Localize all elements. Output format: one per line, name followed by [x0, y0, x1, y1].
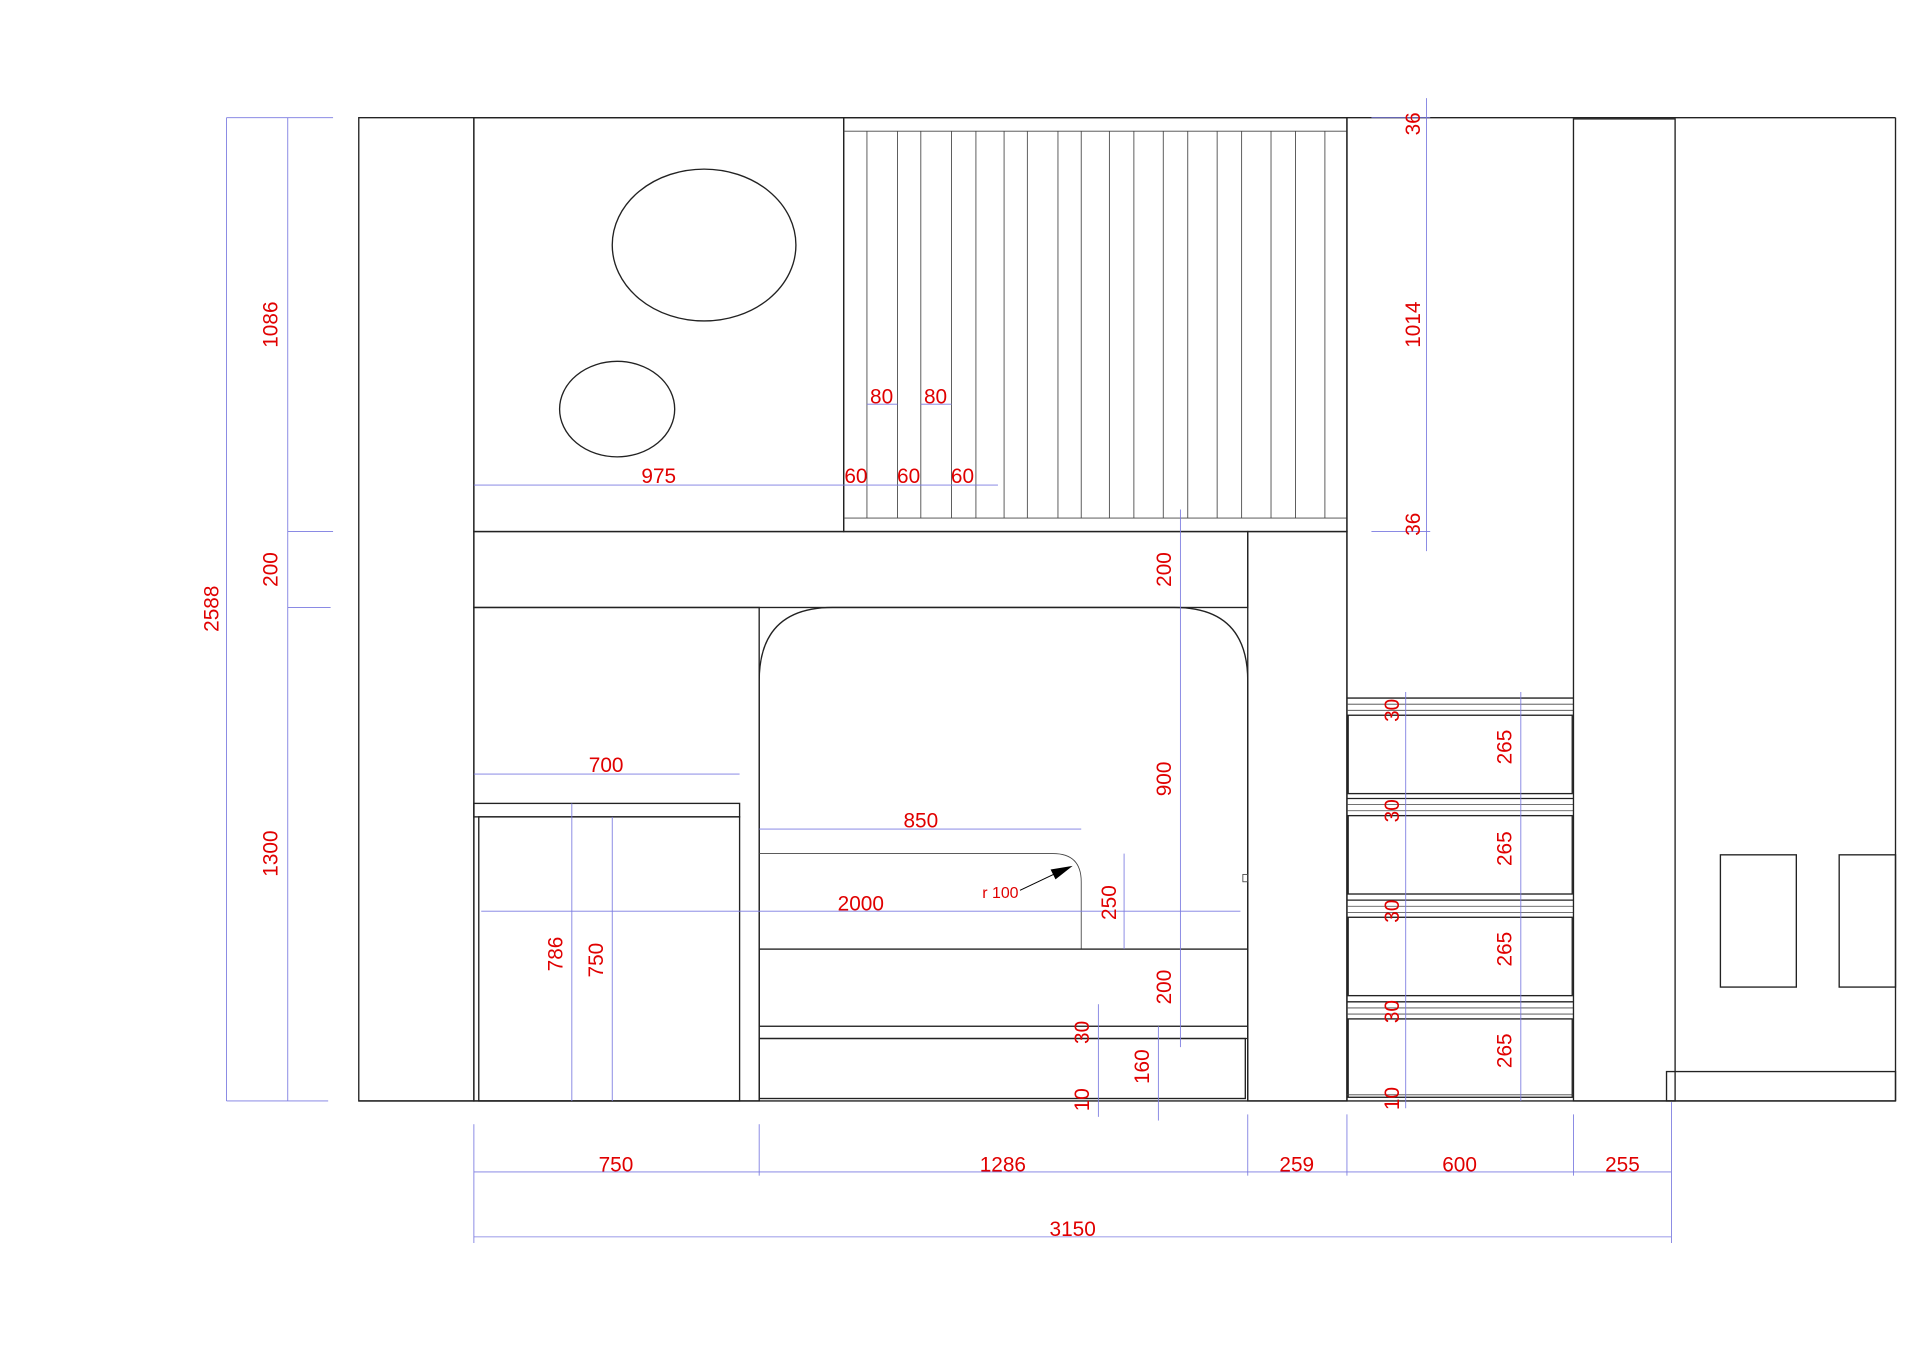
porthole-large: [611, 168, 797, 322]
dimension-label: 80: [924, 386, 947, 409]
stair-drawer: [1347, 714, 1573, 795]
bed-base: [758, 948, 1249, 1027]
dimension-label: 265: [1494, 730, 1517, 765]
bed-drawer: [758, 1037, 1246, 1100]
dimension-label: 10: [1381, 1087, 1404, 1110]
loft-slat-rail: [843, 117, 1348, 533]
dimension-label: 265: [1494, 1033, 1517, 1068]
stair-drawer: [1347, 916, 1573, 997]
wardrobe-plinth: [1665, 1070, 1897, 1102]
dimension-label: 160: [1131, 1049, 1154, 1084]
dimension-label: 900: [1153, 762, 1176, 797]
bed-beam: [473, 530, 1249, 609]
radius-arrow-icon: [1050, 865, 1073, 880]
dimension-labels: 2588 1086 200 1300 975 60 60 60 80 80 1014 36 36 200 9…: [201, 112, 1640, 1241]
dimension-label: r 100: [982, 885, 1018, 902]
dimension-label: 600: [1442, 1153, 1477, 1176]
desk-zone: [473, 606, 760, 1102]
dimension-label: 250: [1098, 885, 1121, 920]
dimension-label: 2000: [838, 893, 884, 916]
dimension-label: 80: [870, 386, 893, 409]
dimension-label: 30: [1381, 1000, 1404, 1023]
dimension-label: 1086: [259, 301, 282, 347]
wardrobe-column: [1572, 118, 1676, 1102]
dimension-label: 60: [951, 465, 974, 488]
dimension-label: 750: [599, 1153, 634, 1176]
dimension-label: 30: [1381, 799, 1404, 822]
stair-drawer: [1347, 814, 1573, 895]
desk-top: [473, 802, 741, 818]
wardrobe-handle-left: [1719, 854, 1798, 988]
dimension-label: 200: [1153, 970, 1176, 1005]
dimension-label: 850: [903, 809, 938, 832]
dimension-label: 975: [641, 465, 676, 488]
dimension-label: 30: [1381, 900, 1404, 923]
dimension-label: 265: [1494, 932, 1517, 967]
stair-drawers: [1346, 697, 1574, 1098]
dimension-label: 1014: [1402, 301, 1425, 347]
dimension-label: 700: [589, 754, 624, 777]
column: [1247, 530, 1348, 1102]
headboard: [759, 853, 1082, 950]
dimension-label: 786: [545, 937, 568, 972]
dimension-label: 259: [1279, 1153, 1314, 1176]
arch-opening: [758, 606, 1249, 1101]
dimension-label: 200: [259, 552, 282, 587]
porthole-small: [558, 360, 676, 458]
dimension-label: 255: [1605, 1153, 1640, 1176]
desk-body: [478, 816, 741, 1102]
stair-drawer: [1347, 1018, 1573, 1098]
dimension-label: 36: [1402, 513, 1425, 536]
dimension-label: 3150: [1050, 1218, 1096, 1241]
dimension-label: 2588: [201, 586, 224, 632]
dimension-label: 750: [585, 943, 608, 978]
dimension-label: 200: [1153, 552, 1176, 587]
dimension-label: 60: [844, 465, 867, 488]
dimension-lines: [226, 98, 1672, 1243]
dimension-label: 30: [1071, 1021, 1094, 1044]
dimension-label: 36: [1402, 112, 1425, 135]
dimension-label: 1286: [980, 1153, 1026, 1176]
dimension-label: 265: [1494, 831, 1517, 866]
dimension-label: 10: [1071, 1088, 1094, 1111]
dimension-label: 60: [897, 465, 920, 488]
wall-hatched: [358, 117, 475, 1102]
wardrobe-handle-right: [1838, 854, 1897, 988]
dimension-label: 1300: [259, 830, 282, 876]
dimension-label: 30: [1381, 699, 1404, 722]
